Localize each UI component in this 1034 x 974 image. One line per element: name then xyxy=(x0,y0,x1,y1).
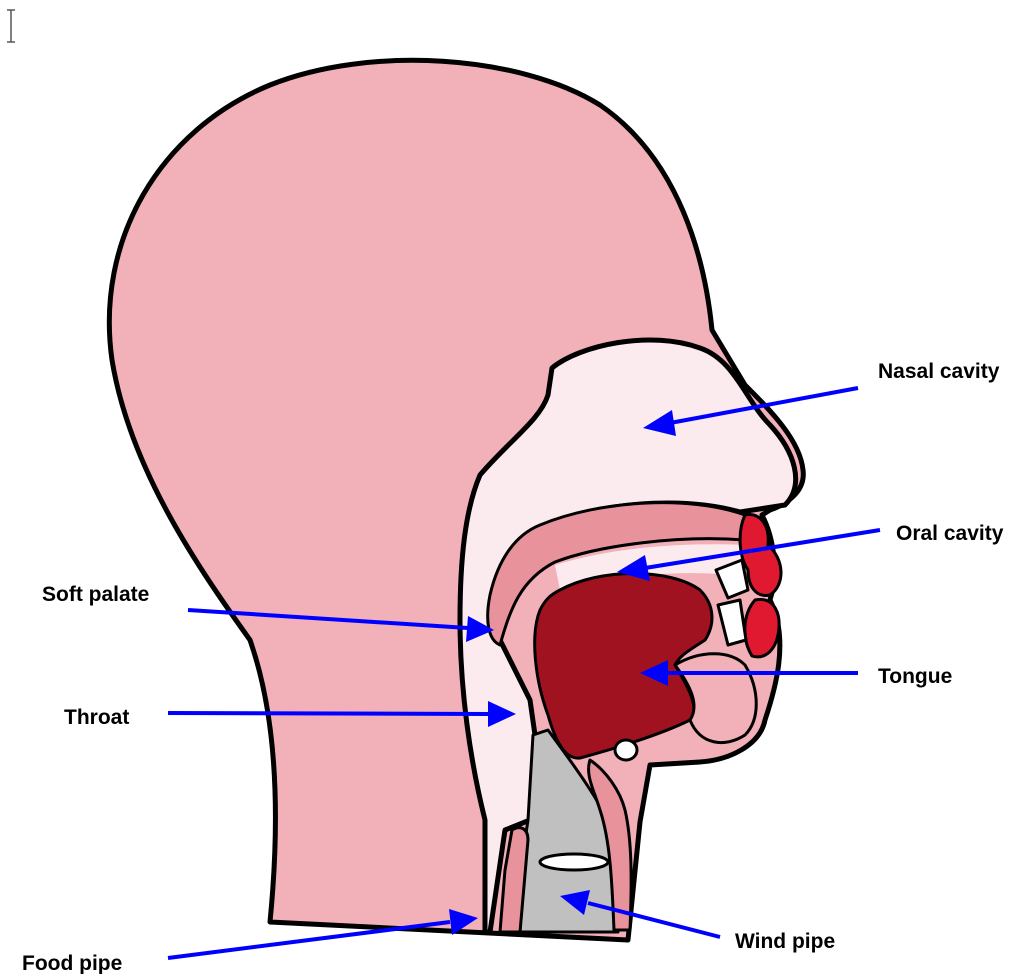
label-throat: Throat xyxy=(64,706,129,729)
lower-lip xyxy=(745,599,779,656)
label-nasal-cavity: Nasal cavity xyxy=(878,360,1000,383)
text-cursor-icon xyxy=(7,10,15,42)
hyoid-bone xyxy=(615,740,637,760)
label-wind-pipe: Wind pipe xyxy=(735,930,835,953)
label-tongue: Tongue xyxy=(878,665,952,688)
label-oral-cavity: Oral cavity xyxy=(896,522,1004,545)
tracheal-ring xyxy=(540,854,608,870)
label-food-pipe: Food pipe xyxy=(22,952,122,974)
label-soft-palate: Soft palate xyxy=(42,583,149,606)
